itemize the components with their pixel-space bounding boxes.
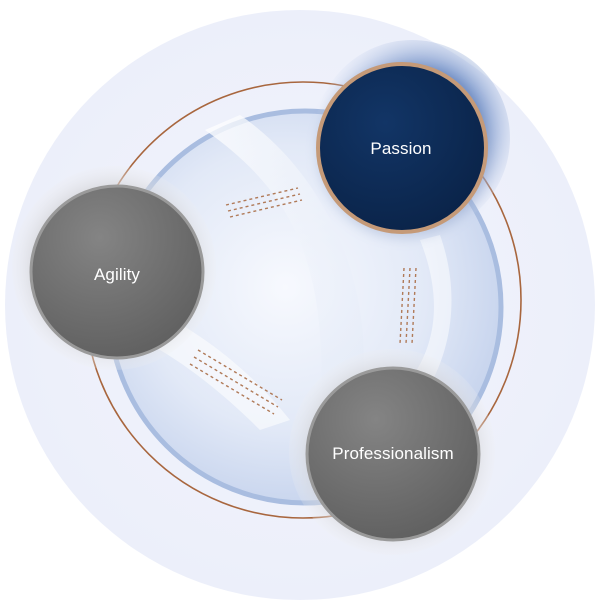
passion-label: Passion [370, 139, 432, 158]
professionalism-label: Professionalism [332, 444, 454, 463]
connector-agility-professionalism [189, 349, 283, 415]
node-passion [314, 40, 510, 238]
node-professionalism [289, 349, 495, 555]
node-agility [12, 166, 216, 370]
passion-circle [316, 62, 488, 234]
agility-circle [29, 184, 205, 360]
connector-passion-professionalism [399, 267, 417, 345]
professionalism-circle [305, 366, 481, 542]
agility-label: Agility [93, 265, 141, 284]
connector-agility-passion [225, 187, 303, 218]
sweep-right [410, 235, 452, 385]
sweep-top [205, 115, 364, 420]
